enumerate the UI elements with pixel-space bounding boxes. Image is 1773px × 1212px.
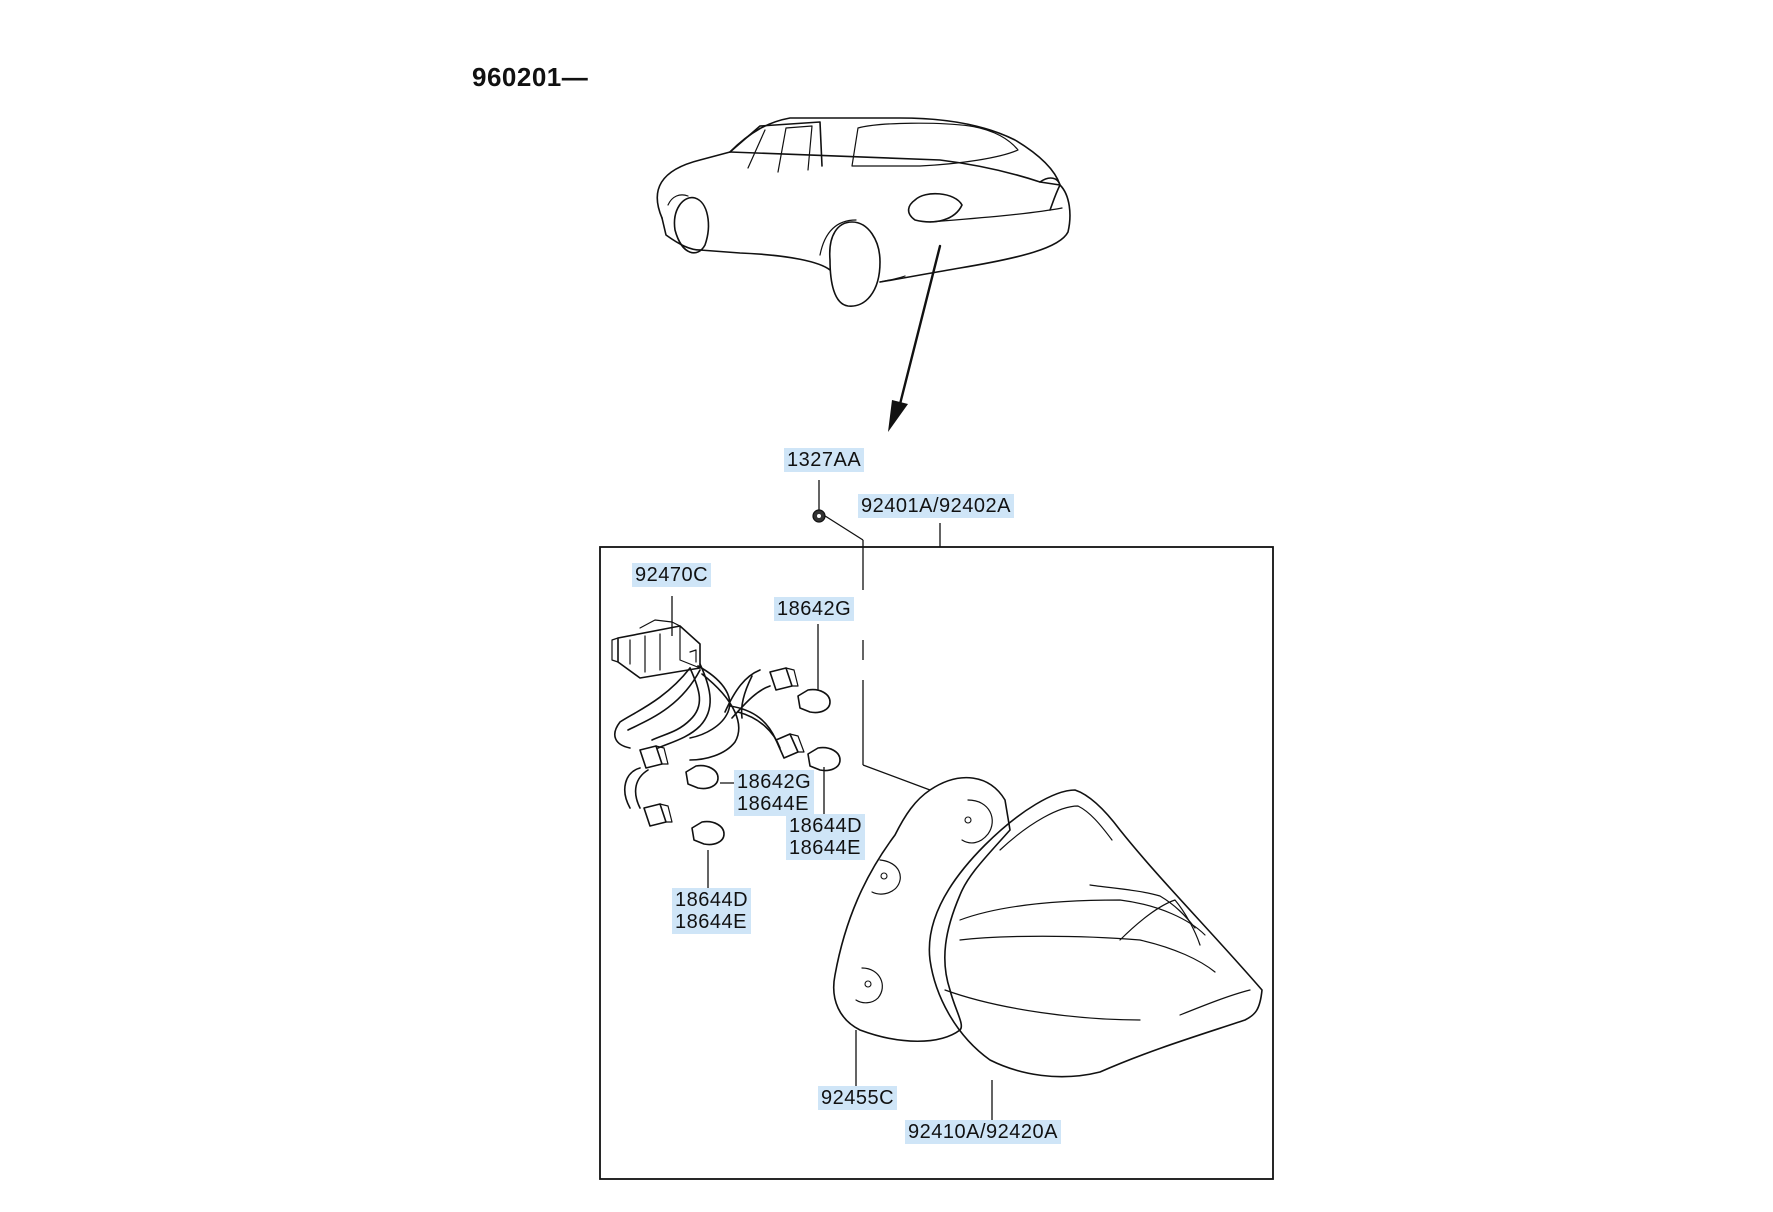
car-illustration [656,117,1071,307]
bulbs [685,688,841,846]
callout-gasket: 92455C [818,1086,898,1110]
leader-lines [671,480,993,1122]
date-code: 960201— [472,62,589,92]
direction-arrow [888,244,942,432]
callout-harness: 92470C [632,563,712,587]
nut-part [812,509,826,523]
callout-bulb-mid-right: 18644D 18644E [786,814,866,860]
callout-bulb-mid-left: 18642G 18644E [734,770,815,816]
callout-lens: 92410A/92420A [905,1120,1061,1144]
lens-part [928,789,1263,1078]
callout-bulb-bottom: 18644D 18644E [672,888,752,934]
detail-frame [599,546,1274,1180]
wire-harness [614,663,781,809]
callout-lamp-assembly: 92401A/92402A [858,494,1014,518]
callout-bulb-top: 18642G [774,597,855,621]
bulb-sockets [639,667,805,827]
harness-connector [611,619,701,679]
callout-nut: 1327AA [784,448,865,472]
